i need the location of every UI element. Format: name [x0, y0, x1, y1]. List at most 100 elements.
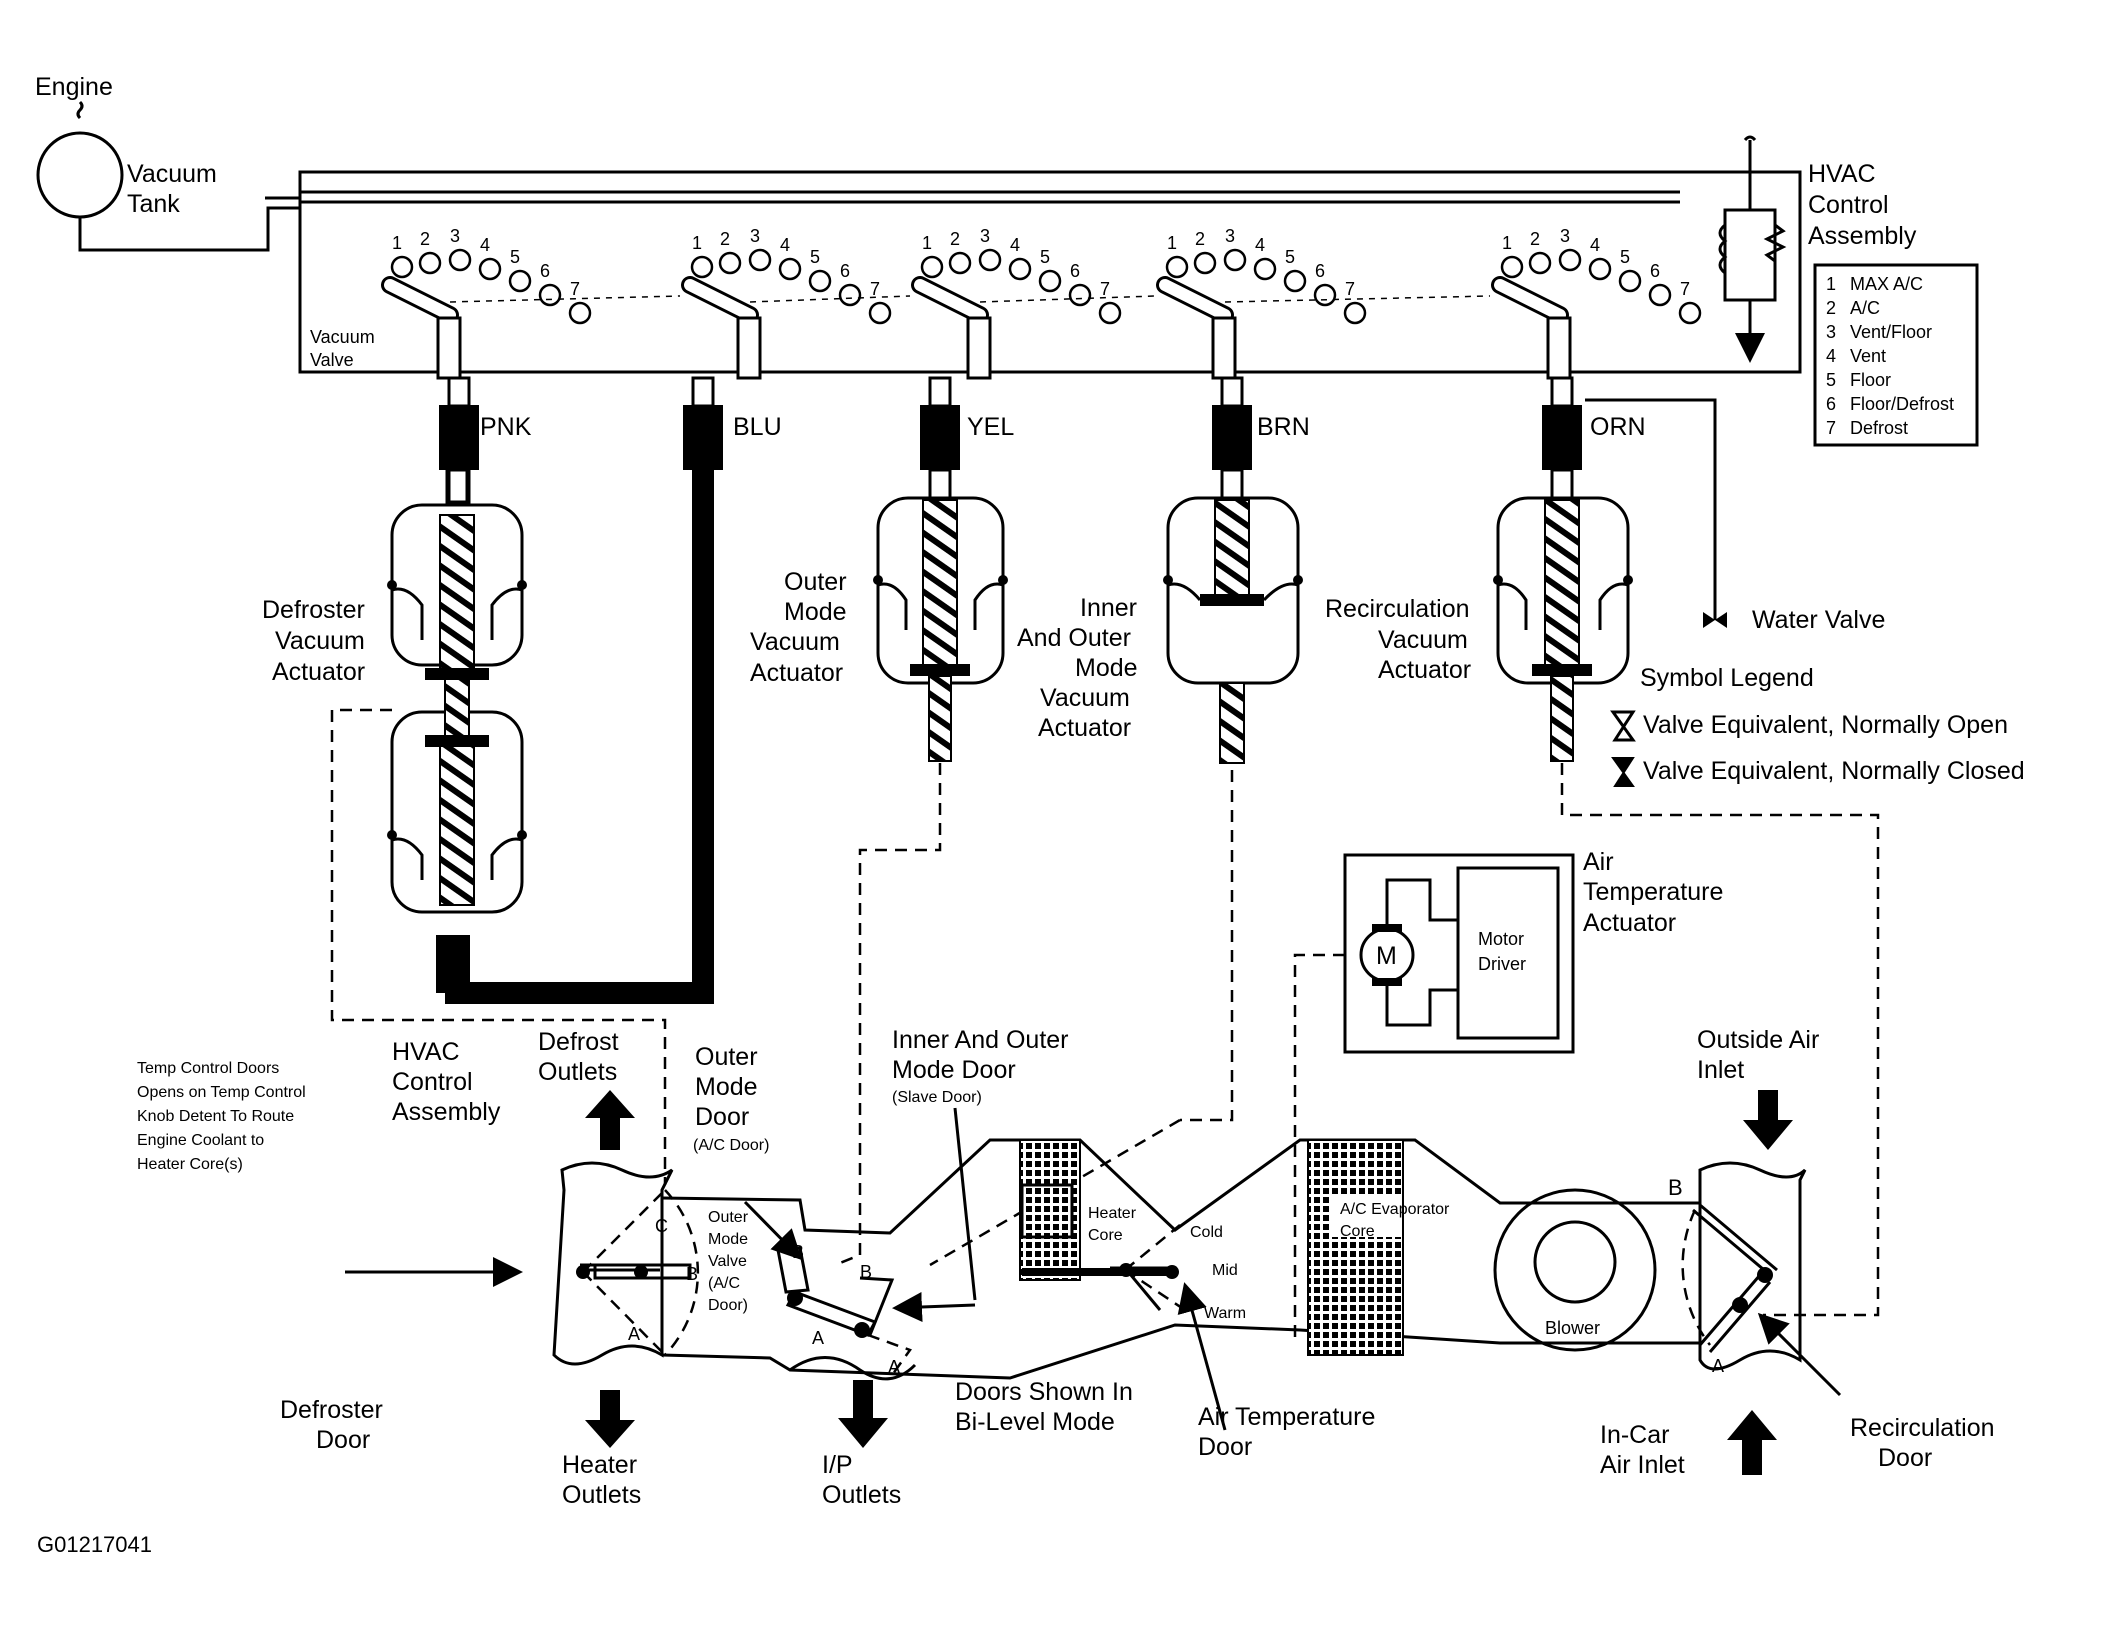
normally-closed-icon — [1611, 757, 1635, 787]
defroster-actuator-label-3: Actuator — [272, 658, 365, 686]
blower-icon — [1493, 1188, 1657, 1352]
valve-port-2 — [948, 251, 972, 275]
symbol-legend-title: Symbol Legend — [1640, 664, 1814, 692]
valve-port-number: 3 — [1225, 226, 1235, 246]
hvac-control-assembly-box — [298, 170, 1802, 374]
valve-port-number: 1 — [392, 233, 402, 253]
outer-mode-valve-3: Valve — [708, 1253, 747, 1270]
recirc-door-label-2: Door — [1878, 1444, 1932, 1472]
outer-mode-valve-5: Door) — [708, 1297, 748, 1314]
vacuum-valve-label-1: Vacuum — [310, 327, 375, 347]
outer-mode-door-label-3: Door — [695, 1103, 749, 1131]
defroster-vacuum-actuator — [387, 453, 527, 914]
valve-port-6 — [538, 283, 562, 307]
valve-port-number: 6 — [540, 261, 550, 281]
valve-port-7 — [868, 301, 892, 325]
warm-label: Warm — [1204, 1305, 1246, 1322]
hose-label-orn: ORN — [1590, 413, 1646, 441]
valve-port-number: 4 — [1590, 235, 1600, 255]
valve-port-number: 3 — [1560, 226, 1570, 246]
valve-port-1 — [690, 255, 714, 279]
air-temperature-actuator-box — [1343, 853, 1575, 1054]
valve-port-number: 6 — [1650, 261, 1660, 281]
legend-normally-closed: Valve Equivalent, Normally Closed — [1643, 757, 2025, 785]
motor-driver-label-1: Motor — [1478, 929, 1524, 949]
defrost-door-b: B — [686, 1264, 698, 1284]
valve-port-4 — [1253, 257, 1277, 281]
temp-note-5: Heater Core(s) — [137, 1156, 243, 1173]
hvac-housing — [552, 1138, 1807, 1381]
valve-port-number: 2 — [950, 229, 960, 249]
mode-legend-label: MAX A/C — [1850, 274, 1923, 294]
hose-label-pnk: PNK — [480, 413, 532, 441]
in-car-air-label-1: In-Car — [1600, 1421, 1669, 1449]
outer-door-b-1: B — [792, 1242, 804, 1262]
recirc-door-label-1: Recirculation — [1850, 1414, 1995, 1442]
valve-port-2 — [418, 251, 442, 275]
recirc-actuator-label-1: Recirculation — [1325, 595, 1470, 623]
valve-port-4 — [478, 257, 502, 281]
valve-port-4 — [778, 257, 802, 281]
outer-mode-door-label-2: Mode — [695, 1073, 758, 1101]
recirc-door-a: A — [1712, 1356, 1724, 1376]
defrost-door-c: C — [655, 1216, 668, 1236]
heater-outlets-label-1: Heater — [562, 1451, 637, 1479]
valve-port-3 — [978, 248, 1002, 272]
valve-port-number: 2 — [720, 229, 730, 249]
mode-legend-label: Defrost — [1850, 418, 1908, 438]
valve-port-number: 4 — [780, 235, 790, 255]
hose-label-yel: YEL — [967, 413, 1014, 441]
mode-legend-box — [1813, 263, 1979, 447]
valve-port-number: 7 — [1100, 279, 1110, 299]
valve-port-5 — [1038, 269, 1062, 293]
valve-port-2 — [718, 251, 742, 275]
doors-shown-label-2: Bi-Level Mode — [955, 1408, 1115, 1436]
mode-legend-number: 1 — [1826, 274, 1836, 294]
valve-port-6 — [1068, 283, 1092, 307]
mode-legend-number: 2 — [1826, 298, 1836, 318]
outer-door-a-2: A — [888, 1357, 900, 1377]
mode-legend-label: A/C — [1850, 298, 1880, 318]
valve-port-number: 1 — [922, 233, 932, 253]
valve-port-1 — [1500, 255, 1524, 279]
valve-port-5 — [1618, 269, 1642, 293]
air-temp-actuator-label-1: Air — [1583, 848, 1614, 876]
outer-door-a-1: A — [812, 1328, 824, 1348]
inner-outer-mode-vacuum-actuator — [1163, 448, 1303, 764]
inner-outer-door-label-2: Mode Door — [892, 1056, 1016, 1084]
motor-driver-label-2: Driver — [1478, 954, 1526, 974]
valve-port-3 — [1558, 248, 1582, 272]
valve-port-4 — [1588, 257, 1612, 281]
outer-mode-valve-2: Mode — [708, 1231, 748, 1248]
outer-actuator-label-3: Vacuum — [750, 628, 840, 656]
valve-port-number: 7 — [870, 279, 880, 299]
valve-port-7 — [1098, 301, 1122, 325]
inner-actuator-label-4: Vacuum — [1040, 684, 1130, 712]
defrost-outlets-label-2: Outlets — [538, 1058, 617, 1086]
valve-port-number: 1 — [1502, 233, 1512, 253]
valve-port-5 — [508, 269, 532, 293]
outer-mode-vacuum-actuator — [873, 448, 1008, 762]
in-car-air-label-2: Air Inlet — [1600, 1451, 1685, 1479]
cold-label: Cold — [1190, 1224, 1223, 1241]
valve-port-4 — [1008, 257, 1032, 281]
hvac-control-label-1: HVAC — [1808, 160, 1876, 188]
valve-port-number: 2 — [1195, 229, 1205, 249]
temp-note-1: Temp Control Doors — [137, 1060, 279, 1077]
valve-port-number: 4 — [1255, 235, 1265, 255]
legend-normally-open: Valve Equivalent, Normally Open — [1643, 711, 2008, 739]
valve-port-number: 5 — [810, 247, 820, 267]
outer-actuator-label-2: Mode — [784, 598, 847, 626]
mode-legend-number: 5 — [1826, 370, 1836, 390]
defroster-door-label-1: Defroster — [280, 1396, 383, 1424]
valve-port-5 — [808, 269, 832, 293]
mode-legend-number: 3 — [1826, 322, 1836, 342]
outer-mode-door-label-1: Outer — [695, 1043, 758, 1071]
valve-port-3 — [448, 248, 472, 272]
inner-actuator-label-3: Mode — [1075, 654, 1138, 682]
valve-port-7 — [1678, 301, 1702, 325]
